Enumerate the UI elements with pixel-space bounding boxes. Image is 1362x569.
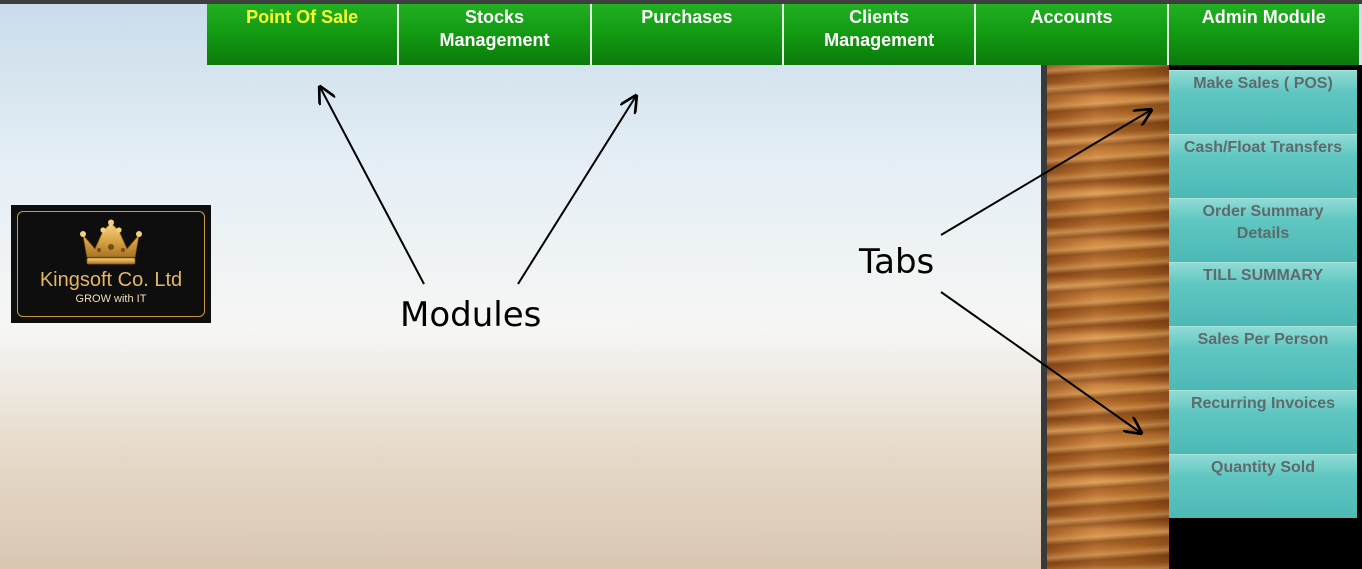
tab-label: Quantity Sold bbox=[1211, 459, 1315, 476]
tab-label: Order Summary Details bbox=[1202, 203, 1324, 242]
modules-bar: Point Of Sale Stocks Management Purchase… bbox=[207, 4, 1359, 65]
module-admin[interactable]: Admin Module bbox=[1168, 4, 1359, 65]
module-label: Stocks Management bbox=[439, 7, 550, 50]
module-label: Admin Module bbox=[1201, 7, 1326, 27]
tab-order-summary-details[interactable]: Order Summary Details bbox=[1169, 198, 1357, 262]
tab-till-summary[interactable]: TILL SUMMARY bbox=[1169, 262, 1357, 326]
module-label: Purchases bbox=[641, 7, 733, 27]
module-label: Point Of Sale bbox=[246, 7, 359, 27]
tab-label: Sales Per Person bbox=[1197, 331, 1329, 348]
logo-frame bbox=[17, 211, 205, 317]
modules-annotation-label: Modules bbox=[400, 295, 542, 335]
tab-recurring-invoices[interactable]: Recurring Invoices bbox=[1169, 390, 1357, 454]
module-label: Accounts bbox=[1030, 7, 1113, 27]
company-logo: Kingsoft Co. Ltd GROW with IT bbox=[11, 205, 211, 323]
tabs-list: Make Sales ( POS) Cash/Float Transfers O… bbox=[1169, 70, 1357, 518]
crown-icon bbox=[80, 219, 142, 265]
module-accounts[interactable]: Accounts bbox=[976, 4, 1169, 65]
tab-make-sales[interactable]: Make Sales ( POS) bbox=[1169, 70, 1357, 134]
module-purchases[interactable]: Purchases bbox=[591, 4, 784, 65]
tab-quantity-sold[interactable]: Quantity Sold bbox=[1169, 454, 1357, 518]
module-clients-management[interactable]: Clients Management bbox=[783, 4, 977, 65]
module-point-of-sale[interactable]: Point Of Sale bbox=[207, 4, 400, 65]
tab-label: Cash/Float Transfers bbox=[1183, 139, 1343, 156]
tab-sales-per-person[interactable]: Sales Per Person bbox=[1169, 326, 1357, 390]
tab-label: Make Sales ( POS) bbox=[1193, 75, 1333, 92]
wood-divider-panel bbox=[1041, 65, 1169, 569]
tab-label: TILL SUMMARY bbox=[1203, 267, 1323, 284]
tab-label: Recurring Invoices bbox=[1190, 395, 1336, 412]
company-tagline: GROW with IT bbox=[75, 293, 147, 305]
tabs-annotation-label: Tabs bbox=[859, 242, 935, 282]
module-stocks-management[interactable]: Stocks Management bbox=[399, 4, 592, 65]
tab-cash-float-transfers[interactable]: Cash/Float Transfers bbox=[1169, 134, 1357, 198]
window-top-strip bbox=[0, 0, 1362, 4]
module-label: Clients Management bbox=[824, 7, 935, 50]
tabs-panel: Make Sales ( POS) Cash/Float Transfers O… bbox=[1169, 65, 1362, 569]
company-name: Kingsoft Co. Ltd bbox=[39, 269, 183, 291]
